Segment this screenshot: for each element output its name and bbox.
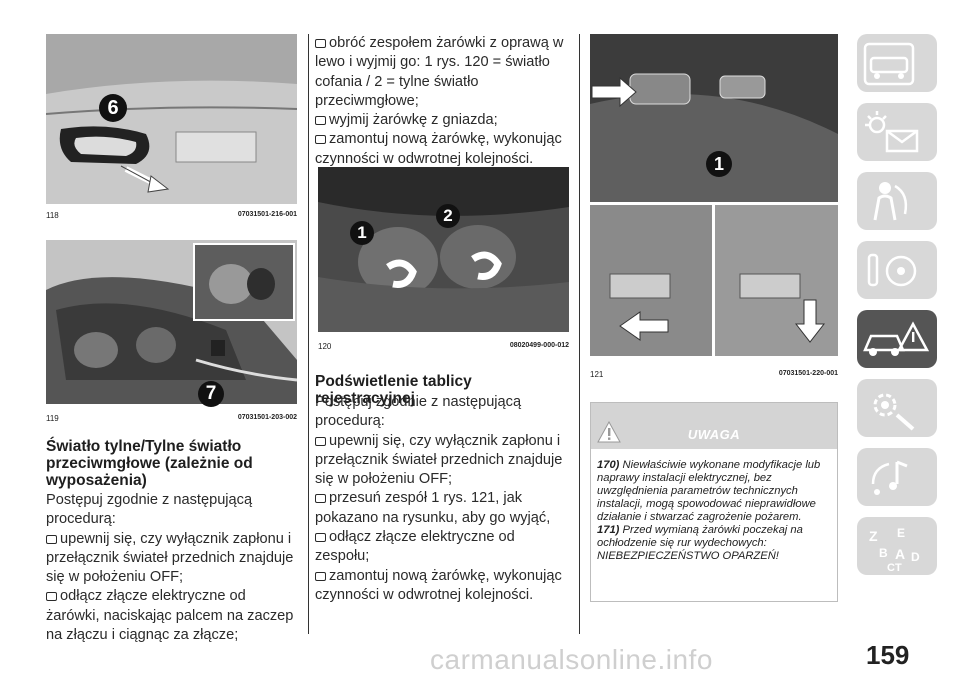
figure-code: 08020499-000-012 <box>509 342 569 349</box>
svg-text:E: E <box>897 526 905 540</box>
figure-number: 120 <box>318 342 332 351</box>
warning-item: 171) Przed wymianą żarówki poczekaj na o… <box>597 524 803 562</box>
checkbox-bullet-icon <box>315 436 326 446</box>
figure-121-caption: 121 07031501-220-001 <box>590 370 838 380</box>
checkbox-bullet-icon <box>315 135 326 145</box>
list-item: upewnij się, czy wyłącznik zapłonu i prz… <box>315 432 563 488</box>
warning-title: UWAGA <box>687 427 741 442</box>
figure-number: 118 <box>46 211 59 220</box>
key-steering-icon <box>867 253 917 287</box>
figure-number: 121 <box>590 370 604 379</box>
tab-dashboard[interactable] <box>857 34 937 92</box>
tab-starting[interactable] <box>857 241 937 299</box>
callout-2-badge: 2 <box>436 204 460 228</box>
warning-triangle-icon <box>597 421 621 443</box>
figure-118-caption: 118 07031501-216-001 <box>46 211 297 221</box>
list-item: zamontuj nową żarówkę, wykonując czynnoś… <box>315 567 562 603</box>
checkbox-bullet-icon <box>315 494 326 504</box>
section-middle-top-body: obróć zespołem żarówki z oprawą w lewo i… <box>315 34 570 169</box>
car-dashboard-icon <box>863 42 915 86</box>
svg-text:B: B <box>879 546 888 560</box>
tab-multimedia[interactable] <box>857 448 937 506</box>
checkbox-bullet-icon <box>315 571 326 581</box>
figure-118-image <box>46 34 297 204</box>
section-heading-plate-light: Podświetlenie tablicy rejestracyjnej <box>315 373 472 407</box>
tab-safety[interactable] <box>857 172 937 230</box>
checkbox-bullet-icon <box>46 534 57 544</box>
svg-text:A: A <box>895 546 905 562</box>
tab-emergency[interactable] <box>857 310 937 368</box>
figure-119-image <box>46 240 297 404</box>
checkbox-bullet-icon <box>315 533 326 543</box>
section-rear-fog-body: Postępuj zgodnie z następującą procedurą… <box>46 491 301 645</box>
list-item: przesuń zespół 1 rys. 121, jak pokazano … <box>315 490 551 526</box>
watermark: carmanualsonline.info <box>430 644 713 675</box>
lights-mail-icon <box>865 111 919 153</box>
warning-box: UWAGA 170) Niewłaściwie wykonane modyfik… <box>590 402 838 602</box>
column-divider <box>579 34 580 634</box>
figure-121-image <box>590 34 838 356</box>
list-item: upewnij się, czy wyłącznik zapłonu i prz… <box>46 530 294 586</box>
figure-code: 07031501-216-001 <box>237 211 297 218</box>
warning-header: UWAGA <box>591 403 837 449</box>
checkbox-bullet-icon <box>46 592 57 602</box>
tab-maintenance[interactable] <box>857 379 937 437</box>
warning-text: 170) Niewłaściwie wykonane modyfikacje l… <box>597 459 833 563</box>
checkbox-bullet-icon <box>315 116 326 126</box>
figure-120-image <box>318 167 569 332</box>
callout-1-badge: 1 <box>706 151 732 177</box>
figure-code: 07031501-220-001 <box>778 370 838 377</box>
section-plate-body: Postępuj zgodnie z następującą procedurą… <box>315 393 570 605</box>
page-number: 159 <box>866 640 910 670</box>
procedure-intro: Postępuj zgodnie z następującą procedurą… <box>46 492 253 528</box>
figure-number: 119 <box>46 414 59 423</box>
list-item: obróć zespołem żarówki z oprawą w lewo i… <box>315 35 564 109</box>
callout-1-badge: 1 <box>350 221 374 245</box>
column-divider <box>308 34 309 634</box>
list-item: zamontuj nową żarówkę, wykonując czynnoś… <box>315 131 562 167</box>
svg-text:D: D <box>911 550 920 564</box>
music-nav-icon <box>871 460 908 495</box>
svg-text:Z: Z <box>869 528 878 544</box>
gear-wrench-icon <box>873 393 915 431</box>
figure-119-caption: 119 07031501-203-002 <box>46 414 297 424</box>
section-heading-rear-fog: Światło tylne/Tylne światło przeciwmgłow… <box>46 438 253 489</box>
safety-airbag-icon <box>873 182 908 221</box>
svg-text:CT: CT <box>887 562 902 574</box>
procedure-intro: Postępuj zgodnie z następującą procedurą… <box>315 394 522 430</box>
list-item: odłącz złącze elektryczne od żarówki, na… <box>46 588 294 644</box>
callout-7-badge: 7 <box>198 381 224 407</box>
figure-120-caption: 120 08020499-000-012 <box>318 342 569 352</box>
checkbox-bullet-icon <box>315 39 326 48</box>
figure-code: 07031501-203-002 <box>237 414 297 421</box>
list-item: wyjmij żarówkę z gniazda; <box>315 111 570 130</box>
callout-6-badge: 6 <box>99 94 127 122</box>
car-warning-icon <box>863 321 930 356</box>
tab-lights[interactable] <box>857 103 937 161</box>
warning-item: 170) Niewłaściwie wykonane modyfikacje l… <box>597 459 821 523</box>
list-item: odłącz złącze elektryczne od zespołu; <box>315 529 515 565</box>
